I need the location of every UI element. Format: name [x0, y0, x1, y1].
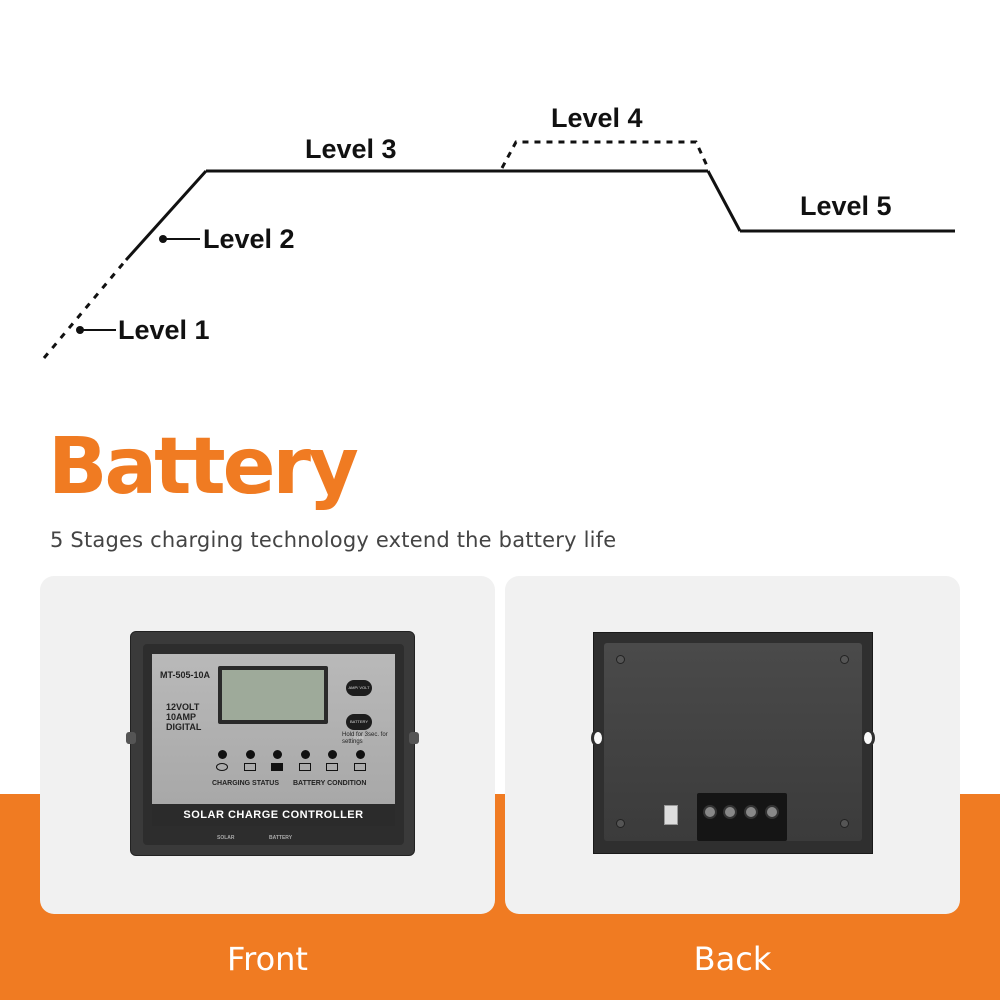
- controller-back-image: [591, 632, 875, 854]
- screw-icon: [616, 655, 625, 664]
- spec-line: 12VOLT: [166, 702, 200, 712]
- mount-tab-left: [126, 732, 136, 744]
- page-title: Battery: [48, 422, 359, 512]
- led-indicator: [356, 750, 365, 759]
- amp-volt-button: AMP/ VOLT: [346, 680, 372, 696]
- front-faceplate: MT-505-10A 12VOLT 10AMP DIGITAL AMP/ VOL…: [152, 654, 395, 804]
- spec-line: 10AMP: [166, 712, 197, 722]
- spec-line: DIGITAL: [166, 722, 202, 732]
- front-caption: Front: [227, 940, 308, 978]
- terminal-screw-icon: [703, 805, 717, 819]
- controller-title-bar: SOLAR CHARGE CONTROLLER: [152, 804, 395, 826]
- led-indicator: [328, 750, 337, 759]
- battery-charge-icon: [244, 763, 256, 771]
- stage-line-drop: [706, 170, 742, 232]
- stage-line-level4-dashed: [500, 140, 710, 169]
- front-image-card: MT-505-10A 12VOLT 10AMP DIGITAL AMP/ VOL…: [40, 576, 495, 914]
- terminal-screw-icon: [723, 805, 737, 819]
- charging-status-label: CHARGING STATUS: [212, 780, 280, 787]
- screw-icon: [616, 819, 625, 828]
- stage-line-absorption-rise: [124, 169, 208, 262]
- battery-full-icon: [271, 763, 283, 771]
- hold-note: Hold for 3sec. for settings: [342, 732, 388, 745]
- mount-hole-left: [591, 729, 605, 747]
- model-number: MT-505-10A: [160, 670, 211, 680]
- back-image-card: [505, 576, 960, 914]
- port-label-solar: SOLAR: [217, 835, 235, 841]
- led-indicator: [273, 750, 282, 759]
- led-indicator: [246, 750, 255, 759]
- terminal-screw-icon: [765, 805, 779, 819]
- led-indicator: [218, 750, 227, 759]
- level3-label: Level 3: [305, 134, 397, 164]
- terminal-block: [697, 793, 787, 841]
- battery-condition-label: BATTERY CONDITION: [293, 780, 367, 787]
- mount-tab-right: [409, 732, 419, 744]
- stage-line-bulk-dashed: [42, 259, 128, 359]
- mount-hole-right: [861, 729, 875, 747]
- battery-type-button: BATTERY TYPE: [346, 714, 372, 740]
- indicator-leds: CHARGING STATUS BATTERY CONDITION: [212, 750, 372, 787]
- charging-stages-diagram: Level 1 Level 2 Level 3 Level 4 Level 5: [42, 103, 955, 359]
- led-indicator: [301, 750, 310, 759]
- terminal-screw-icon: [744, 805, 758, 819]
- back-caption: Back: [693, 940, 772, 978]
- screw-icon: [840, 819, 849, 828]
- lcd-display: [218, 666, 328, 724]
- level5-label: Level 5: [800, 191, 892, 221]
- battery-icon: [326, 763, 338, 771]
- level2-label: Level 2: [203, 224, 295, 254]
- screw-icon: [840, 655, 849, 664]
- level4-label: Level 4: [551, 103, 643, 133]
- battery-icon: [299, 763, 311, 771]
- battery-icon: [354, 763, 366, 771]
- controller-front-image: MT-505-10A 12VOLT 10AMP DIGITAL AMP/ VOL…: [126, 631, 419, 856]
- dip-switch: [664, 805, 678, 825]
- page-subtitle: 5 Stages charging technology extend the …: [50, 528, 617, 552]
- level1-label: Level 1: [118, 315, 210, 345]
- power-icon: [216, 763, 228, 771]
- port-label-battery: BATTERY: [269, 835, 293, 841]
- spec-text: 12VOLT 10AMP DIGITAL: [166, 702, 201, 732]
